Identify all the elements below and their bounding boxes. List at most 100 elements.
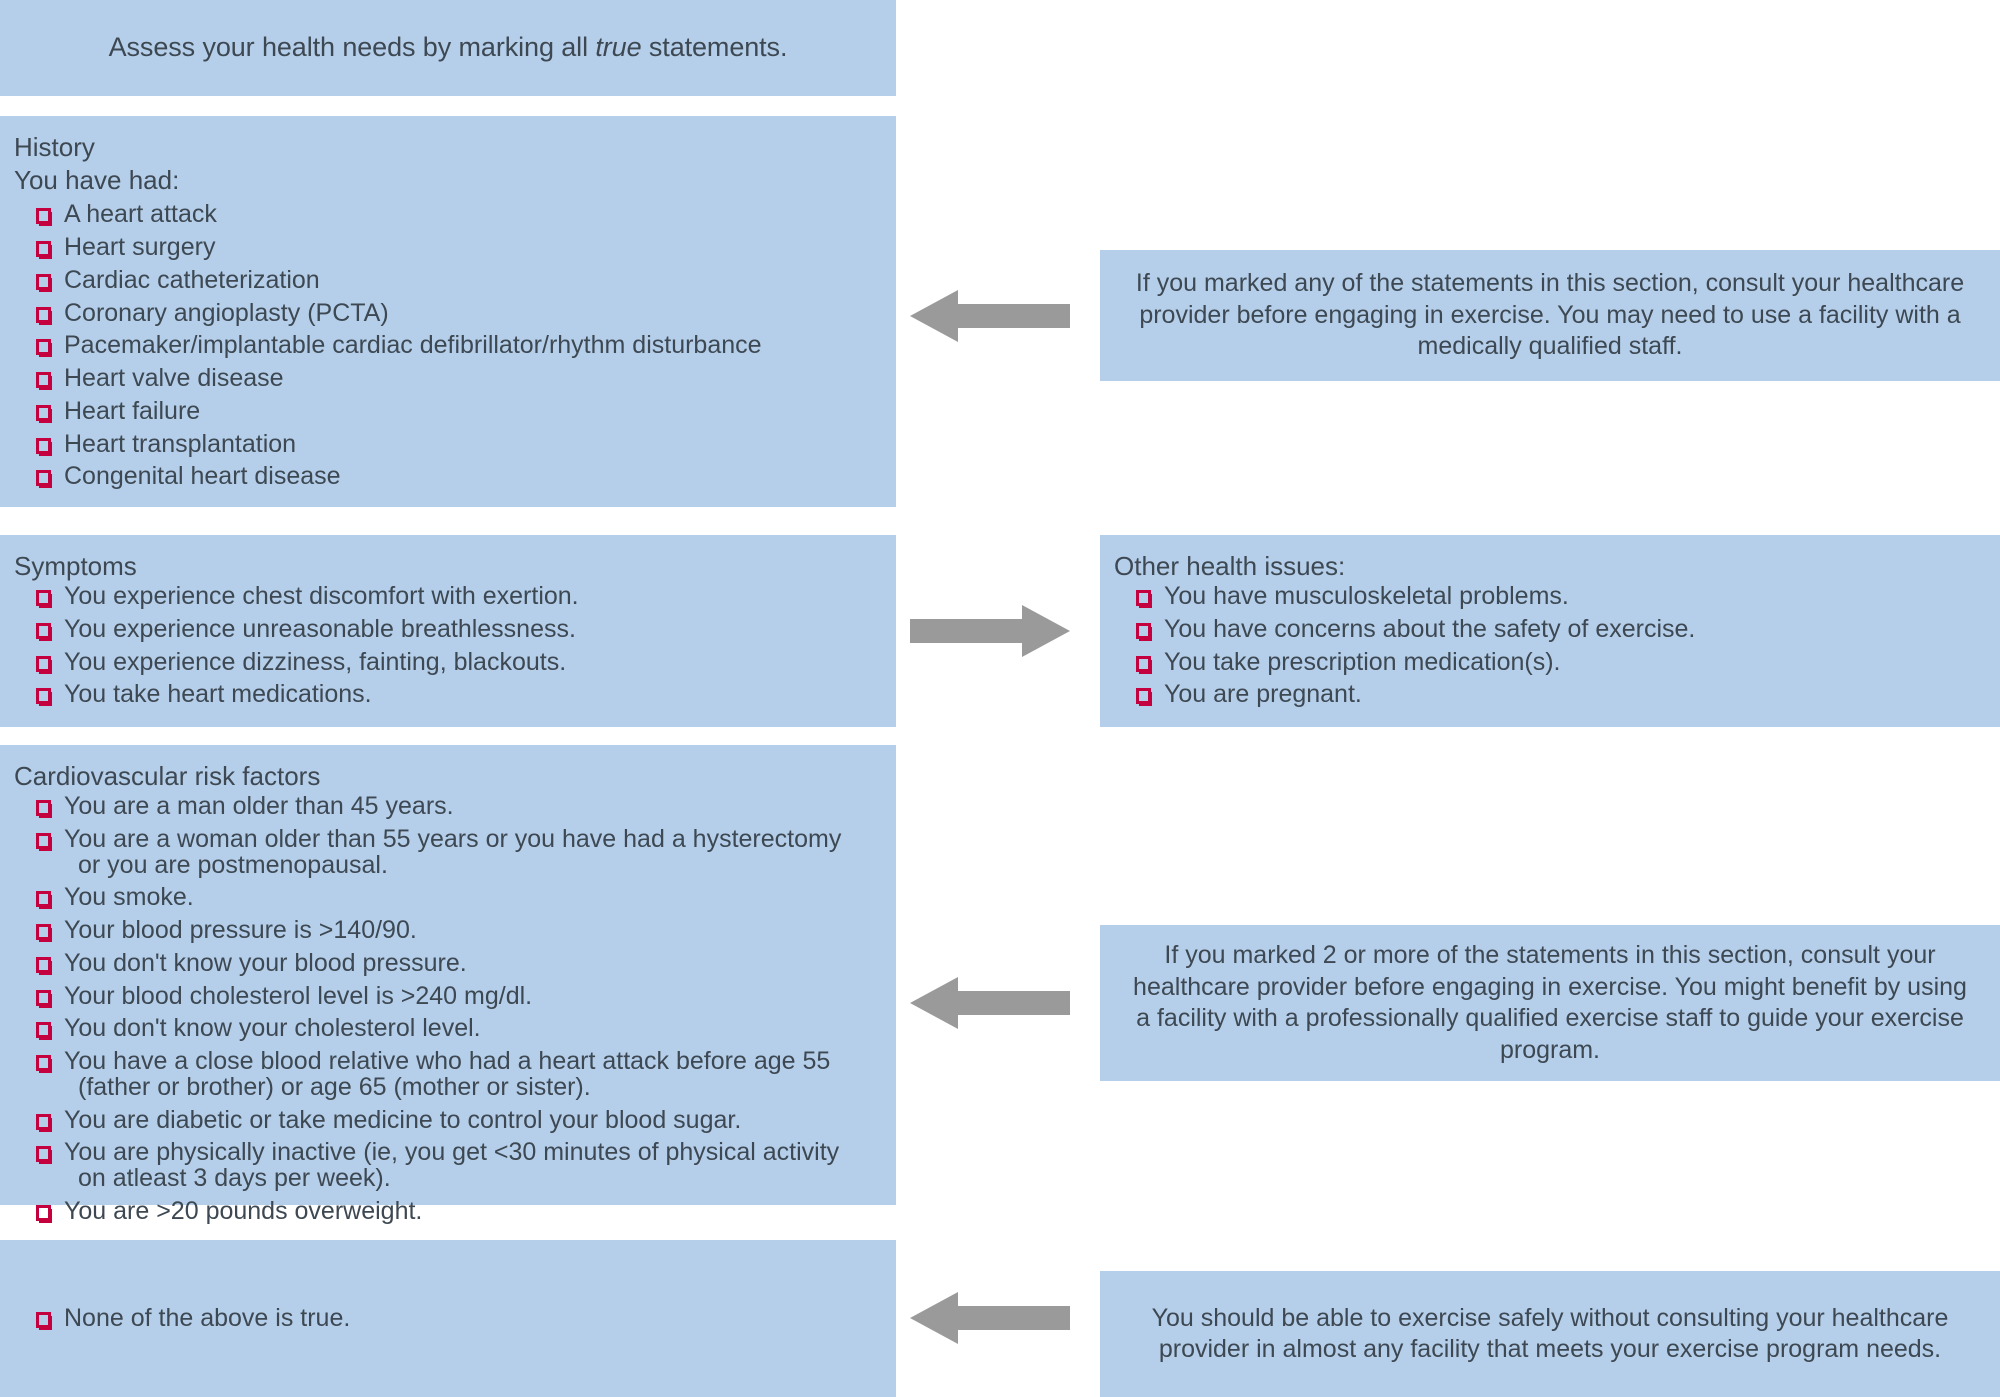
checkbox-icon[interactable] [36, 688, 51, 705]
instruction-emphasis: true [595, 32, 642, 63]
arrow-left-icon-none [910, 1290, 1070, 1346]
checkbox-icon[interactable] [1136, 622, 1151, 639]
checklist-item-label: You are a woman older than 55 years or y… [64, 824, 842, 853]
checkbox-icon[interactable] [36, 437, 51, 454]
checklist-item[interactable]: You are a woman older than 55 years or y… [36, 824, 882, 886]
history-callout-text: If you marked any of the statements in t… [1135, 269, 1965, 361]
risk-factors-section: Cardiovascular risk factors You are a ma… [0, 745, 896, 1224]
checklist-item-label: You are pregnant. [1164, 680, 1362, 709]
instruction-banner: Assess your health needs by marking all … [0, 0, 896, 96]
checklist-item[interactable]: You experience dizziness, fainting, blac… [36, 649, 882, 683]
checklist-item[interactable]: Heart transplantation [36, 429, 882, 465]
checklist-item[interactable]: You don't know your cholesterol level. [36, 1016, 882, 1049]
checklist-item[interactable]: Heart valve disease [36, 365, 882, 399]
checklist-item[interactable]: You have a close blood relative who had … [36, 1047, 882, 1108]
checklist-item-label: You are diabetic or take medicine to con… [64, 1105, 742, 1134]
checklist-item-label: You have concerns about the safety of ex… [1164, 614, 1696, 643]
checklist-item-continuation: on atleast 3 days per week). [78, 1164, 391, 1193]
checklist-item-label: You take prescription medication(s). [1164, 647, 1561, 676]
risk-factors-callout: If you marked 2 or more of the statement… [1100, 925, 2000, 1081]
checklist-item-label: You have a close blood relative who had … [64, 1047, 831, 1076]
history-title: History [14, 132, 95, 162]
checkbox-icon[interactable] [36, 655, 51, 672]
checklist-item[interactable]: You are pregnant. [1136, 682, 1986, 715]
checklist-item[interactable]: Heart surgery [36, 233, 882, 268]
checklist-item-label: Your blood cholesterol level is >240 mg/… [64, 981, 533, 1010]
checklist-item[interactable]: Cardiac catheterization [36, 267, 882, 301]
checklist-item-label: You don't know your blood pressure. [64, 948, 467, 977]
instruction-text-before: Assess your health needs by marking all [108, 32, 596, 63]
arrow-left-icon-history [910, 288, 1070, 344]
checklist-item-label: A heart attack [64, 200, 217, 229]
arrow-right-icon-symptoms [910, 603, 1070, 659]
checkbox-icon[interactable] [36, 1022, 51, 1039]
checkbox-icon[interactable] [36, 404, 51, 421]
checklist-item-label: Heart surgery [64, 233, 216, 262]
checklist-item[interactable]: You don't know your blood pressure. [36, 948, 882, 984]
checkbox-icon[interactable] [36, 208, 51, 225]
symptoms-checklist: You experience chest discomfort with exe… [14, 582, 882, 715]
checkbox-icon[interactable] [36, 241, 51, 258]
checklist-item[interactable]: You are diabetic or take medicine to con… [36, 1105, 882, 1141]
checkbox-icon[interactable] [1136, 655, 1151, 672]
checklist-item[interactable]: You take prescription medication(s). [1136, 647, 1986, 683]
checklist-item-label: Congenital heart disease [64, 462, 341, 491]
checkbox-icon[interactable] [36, 273, 51, 290]
checkbox-icon[interactable] [36, 891, 51, 908]
symptoms-section: Symptoms You experience chest discomfort… [0, 535, 896, 727]
checkbox-icon[interactable] [36, 800, 51, 817]
checklist-item[interactable]: Heart failure [36, 396, 882, 432]
checklist-item[interactable]: You are >20 pounds overweight. [36, 1196, 882, 1232]
checkbox-icon[interactable] [36, 1113, 51, 1130]
checkbox-icon[interactable] [36, 956, 51, 973]
checklist-item[interactable]: None of the above is true. [36, 1305, 350, 1332]
checklist-item[interactable]: Pacemaker/implantable cardiac defibrilla… [36, 332, 882, 366]
checkbox-icon[interactable] [1136, 590, 1151, 607]
checklist-item-label: You experience chest discomfort with exe… [64, 582, 579, 611]
checklist-item-label: You take heart medications. [64, 680, 372, 709]
checklist-item[interactable]: You are physically inactive (ie, you get… [36, 1140, 882, 1199]
checkbox-icon[interactable] [1136, 688, 1151, 705]
checklist-item[interactable]: Your blood pressure is >140/90. [36, 916, 882, 951]
none-of-above-callout-text: You should be able to exercise safely wi… [1151, 1303, 1949, 1364]
checklist-item[interactable]: You have concerns about the safety of ex… [1136, 614, 1986, 650]
checkbox-icon[interactable] [36, 590, 51, 607]
checklist-item[interactable]: You smoke. [36, 885, 882, 918]
checkbox-icon[interactable] [36, 1146, 51, 1163]
symptoms-title: Symptoms [14, 551, 137, 581]
checklist-item[interactable]: You have musculoskeletal problems. [1136, 582, 1986, 617]
checkbox-icon[interactable] [36, 1055, 51, 1072]
checkbox-icon[interactable] [36, 339, 51, 356]
checklist-item[interactable]: You experience chest discomfort with exe… [36, 582, 882, 617]
checklist-item-label: Heart failure [64, 396, 201, 425]
checklist-item-label: You are >20 pounds overweight. [64, 1196, 423, 1225]
checkbox-icon[interactable] [36, 1204, 51, 1221]
checkbox-icon[interactable] [36, 924, 51, 941]
checkbox-icon[interactable] [36, 622, 51, 639]
checklist-item[interactable]: Congenital heart disease [36, 462, 882, 497]
checkbox-icon[interactable] [36, 470, 51, 487]
checkbox-icon[interactable] [36, 372, 51, 389]
checklist-item[interactable]: You take heart medications. [36, 682, 882, 715]
checklist-item[interactable]: You are a man older than 45 years. [36, 793, 882, 827]
checklist-item-label: You have musculoskeletal problems. [1164, 582, 1569, 611]
checklist-item[interactable]: A heart attack [36, 200, 882, 235]
checkbox-icon[interactable] [36, 989, 51, 1006]
history-subtitle: You have had: [14, 165, 180, 196]
checklist-item-label: You don't know your cholesterol level. [64, 1014, 481, 1043]
checklist-item-label: You experience unreasonable breathlessne… [64, 614, 576, 643]
checklist-item[interactable]: Coronary angioplasty (PCTA) [36, 300, 882, 334]
checklist-item-continuation: or you are postmenopausal. [78, 850, 388, 879]
checklist-item[interactable]: Your blood cholesterol level is >240 mg/… [36, 981, 882, 1017]
none-of-above-callout: You should be able to exercise safely wi… [1100, 1271, 2000, 1397]
checklist-item-label: Your blood pressure is >140/90. [64, 916, 417, 945]
checklist-item-label: Heart transplantation [64, 429, 297, 458]
risk-factors-title: Cardiovascular risk factors [14, 761, 321, 791]
checkbox-icon[interactable] [36, 832, 51, 849]
checkbox-icon[interactable] [36, 306, 51, 323]
checklist-item[interactable]: You experience unreasonable breathlessne… [36, 614, 882, 650]
checklist-item-continuation: (father or brother) or age 65 (mother or… [78, 1072, 591, 1101]
checkbox-icon[interactable] [36, 1311, 51, 1328]
